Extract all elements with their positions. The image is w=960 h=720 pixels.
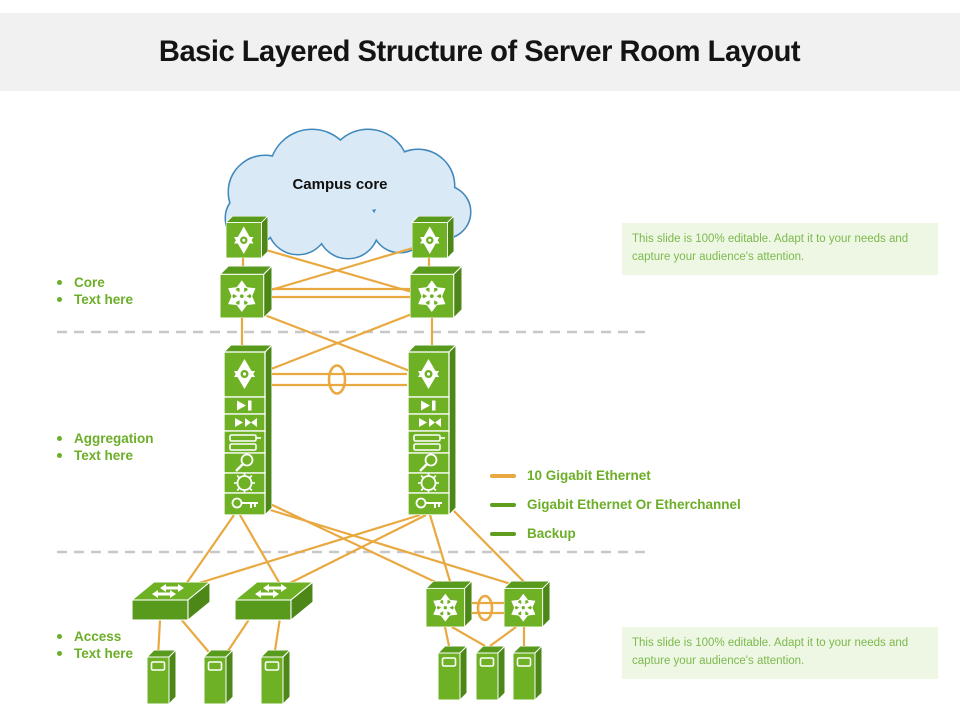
server-3 xyxy=(261,650,291,704)
cloud-label: Campus core xyxy=(292,176,388,193)
aggregation-stack-right xyxy=(408,345,456,515)
connection-lines xyxy=(156,246,531,658)
access-switch-3 xyxy=(426,581,472,627)
aggregation-layer-name: Aggregation xyxy=(74,431,154,446)
server-5 xyxy=(476,646,506,700)
server-4 xyxy=(438,646,468,700)
legend-swatch-10g xyxy=(490,473,516,478)
server-1 xyxy=(147,650,177,704)
aggregation-stack-left xyxy=(224,345,272,515)
legend-swatch-gig xyxy=(490,502,516,507)
access-switch-4 xyxy=(504,581,550,627)
legend-item-10g: 10 Gigabit Ethernet xyxy=(490,461,741,490)
access-switch-2 xyxy=(235,582,313,621)
bullet-icon xyxy=(57,453,62,458)
aggregation-layer-sub: Text here xyxy=(74,448,134,463)
core-layer-label: Core Text here xyxy=(57,274,133,308)
access-layer-label: Access Text here xyxy=(57,628,133,662)
campus-switch-right xyxy=(412,216,454,258)
core-switch-right xyxy=(410,266,462,318)
bullet-icon xyxy=(57,436,62,441)
server-2 xyxy=(204,650,234,704)
bullet-icon xyxy=(57,297,62,302)
etherchannel-oval-aggregation xyxy=(327,364,347,395)
page-title: Basic Layered Structure of Server Room L… xyxy=(159,35,801,68)
bullet-icon xyxy=(57,280,62,285)
title-band: Basic Layered Structure of Server Room L… xyxy=(0,13,960,91)
etherchannel-oval-access xyxy=(476,594,494,622)
legend-label-10g: 10 Gigabit Ethernet xyxy=(527,468,651,483)
bullet-icon xyxy=(57,634,62,639)
legend-swatch-backup xyxy=(490,531,516,536)
core-layer-sub: Text here xyxy=(74,292,134,307)
legend-item-backup: Backup xyxy=(490,519,741,548)
legend-item-gig: Gigabit Ethernet Or Etherchannel xyxy=(490,490,741,519)
legend-label-backup: Backup xyxy=(527,526,576,541)
core-switch-left xyxy=(220,266,272,318)
server-6 xyxy=(513,646,543,700)
legend-label-gig: Gigabit Ethernet Or Etherchannel xyxy=(527,497,741,512)
access-switch-1 xyxy=(132,582,210,621)
access-layer-sub: Text here xyxy=(74,646,134,661)
aggregation-layer-label: Aggregation Text here xyxy=(57,430,154,464)
editable-note-bottom: This slide is 100% editable. Adapt it to… xyxy=(622,627,938,679)
bullet-icon xyxy=(57,651,62,656)
access-layer-name: Access xyxy=(74,629,122,644)
core-layer-name: Core xyxy=(74,275,105,290)
legend: 10 Gigabit Ethernet Gigabit Ethernet Or … xyxy=(490,461,741,548)
campus-switch-left xyxy=(226,216,268,258)
campus-core-cloud xyxy=(224,128,472,260)
editable-note-top: This slide is 100% editable. Adapt it to… xyxy=(622,223,938,275)
